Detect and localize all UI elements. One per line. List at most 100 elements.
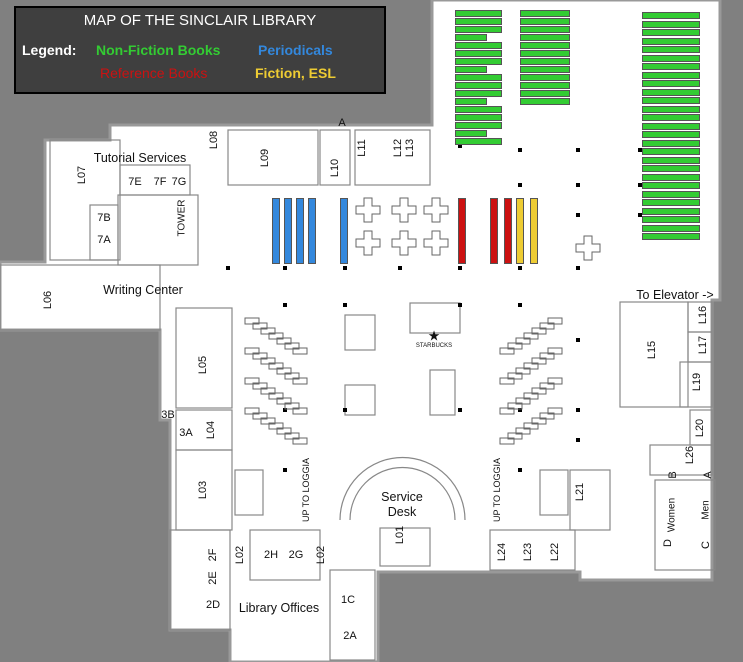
building-outline bbox=[0, 0, 722, 662]
seating-step bbox=[499, 377, 515, 385]
nonfiction-shelf bbox=[642, 80, 700, 87]
nonfiction-shelf bbox=[520, 58, 570, 65]
room-label: L03 bbox=[197, 480, 209, 500]
column bbox=[283, 303, 287, 307]
nonfiction-shelf bbox=[642, 12, 700, 19]
nonfiction-shelf bbox=[455, 66, 487, 73]
room-label: L17 bbox=[697, 335, 709, 355]
nonfiction-shelf bbox=[455, 50, 502, 57]
nonfiction-shelf bbox=[455, 26, 502, 33]
column bbox=[576, 183, 580, 187]
legend: MAP OF THE SINCLAIR LIBRARY Legend: Non-… bbox=[14, 6, 386, 94]
seating-step bbox=[499, 407, 515, 415]
seating-step bbox=[292, 437, 308, 445]
study-carrel bbox=[355, 230, 381, 256]
seating-step bbox=[252, 412, 268, 420]
nonfiction-shelf bbox=[642, 173, 700, 181]
seating-step bbox=[507, 372, 523, 380]
nonfiction-shelf bbox=[642, 114, 700, 121]
seating-step bbox=[276, 337, 292, 345]
service-desk-label-1: Service bbox=[381, 490, 423, 504]
nonfiction-shelf bbox=[642, 233, 700, 240]
column bbox=[458, 303, 462, 307]
column bbox=[518, 183, 522, 187]
seating-step bbox=[523, 392, 539, 400]
periodicals-shelf bbox=[296, 198, 304, 264]
reference-shelf bbox=[504, 198, 512, 264]
service-desk-label-2: Desk bbox=[387, 505, 417, 519]
seating-step bbox=[531, 357, 547, 365]
room-label: L16 bbox=[697, 305, 709, 325]
room-label: L15 bbox=[646, 340, 658, 360]
men-restroom-label: Men bbox=[700, 500, 712, 520]
library-offices-label: Library Offices bbox=[238, 601, 320, 615]
room-label: 7E bbox=[128, 176, 142, 188]
column bbox=[518, 408, 522, 412]
column bbox=[576, 438, 580, 442]
room-label: L11 bbox=[356, 139, 368, 157]
room-label: L07 bbox=[76, 165, 88, 185]
nonfiction-shelf bbox=[642, 139, 700, 147]
seating-step bbox=[268, 332, 284, 340]
periodicals-shelf bbox=[340, 198, 348, 264]
legend-fiction-esl: Fiction, ESL bbox=[255, 65, 336, 81]
room-label: L05 bbox=[197, 355, 209, 375]
nonfiction-shelf bbox=[642, 199, 700, 206]
seating-step bbox=[523, 332, 539, 340]
periodicals-shelf bbox=[284, 198, 292, 264]
column bbox=[343, 303, 347, 307]
tower-label: TOWER bbox=[176, 199, 188, 237]
room-label: L26 bbox=[684, 445, 696, 465]
seating-step bbox=[276, 427, 292, 435]
column bbox=[458, 266, 462, 270]
seating-step bbox=[244, 317, 260, 325]
room-label: L23 bbox=[522, 542, 534, 562]
nonfiction-shelf bbox=[642, 182, 700, 189]
seating-step bbox=[539, 412, 555, 420]
seating-step bbox=[260, 387, 276, 395]
fiction-esl-shelf bbox=[530, 198, 538, 264]
seating-step bbox=[260, 327, 276, 335]
room-label: L06 bbox=[42, 290, 54, 310]
room-label: D bbox=[662, 539, 674, 547]
room-label: 2F bbox=[207, 548, 219, 562]
map-title: MAP OF THE SINCLAIR LIBRARY bbox=[83, 12, 317, 29]
reference-shelf bbox=[458, 198, 466, 264]
seating-step bbox=[547, 317, 563, 325]
nonfiction-shelf bbox=[455, 58, 502, 65]
room-label: L08 bbox=[208, 130, 220, 150]
seating-step bbox=[284, 342, 300, 350]
study-carrel bbox=[423, 230, 449, 256]
periodicals-shelf bbox=[272, 198, 280, 264]
nonfiction-shelf bbox=[455, 74, 502, 81]
seating-step bbox=[539, 382, 555, 390]
room-label: 2D bbox=[205, 599, 221, 611]
seating-step bbox=[244, 347, 260, 355]
room-label: 7A bbox=[97, 234, 111, 246]
room-label: L04 bbox=[205, 420, 217, 440]
seating-step bbox=[252, 352, 268, 360]
nonfiction-shelf bbox=[642, 63, 700, 70]
seating-step bbox=[276, 397, 292, 405]
study-carrel bbox=[355, 197, 381, 223]
nonfiction-shelf bbox=[642, 29, 700, 36]
room-label: L20 bbox=[694, 418, 706, 438]
nonfiction-shelf bbox=[642, 105, 700, 113]
seating-step bbox=[252, 322, 268, 330]
room-label: L10 bbox=[329, 158, 341, 178]
seating-step bbox=[547, 377, 563, 385]
seating-step bbox=[531, 327, 547, 335]
fiction-esl-shelf bbox=[516, 198, 524, 264]
nonfiction-shelf bbox=[642, 37, 700, 45]
seating-step bbox=[244, 407, 260, 415]
column bbox=[576, 266, 580, 270]
nonfiction-shelf bbox=[455, 10, 502, 17]
legend-nonfiction: Non-Fiction Books bbox=[96, 42, 221, 58]
room-label: L12 bbox=[392, 138, 404, 158]
nonfiction-shelf bbox=[520, 82, 570, 89]
seating-step bbox=[268, 362, 284, 370]
nonfiction-shelf bbox=[455, 122, 502, 129]
nonfiction-shelf bbox=[642, 165, 700, 172]
reference-shelf bbox=[490, 198, 498, 264]
